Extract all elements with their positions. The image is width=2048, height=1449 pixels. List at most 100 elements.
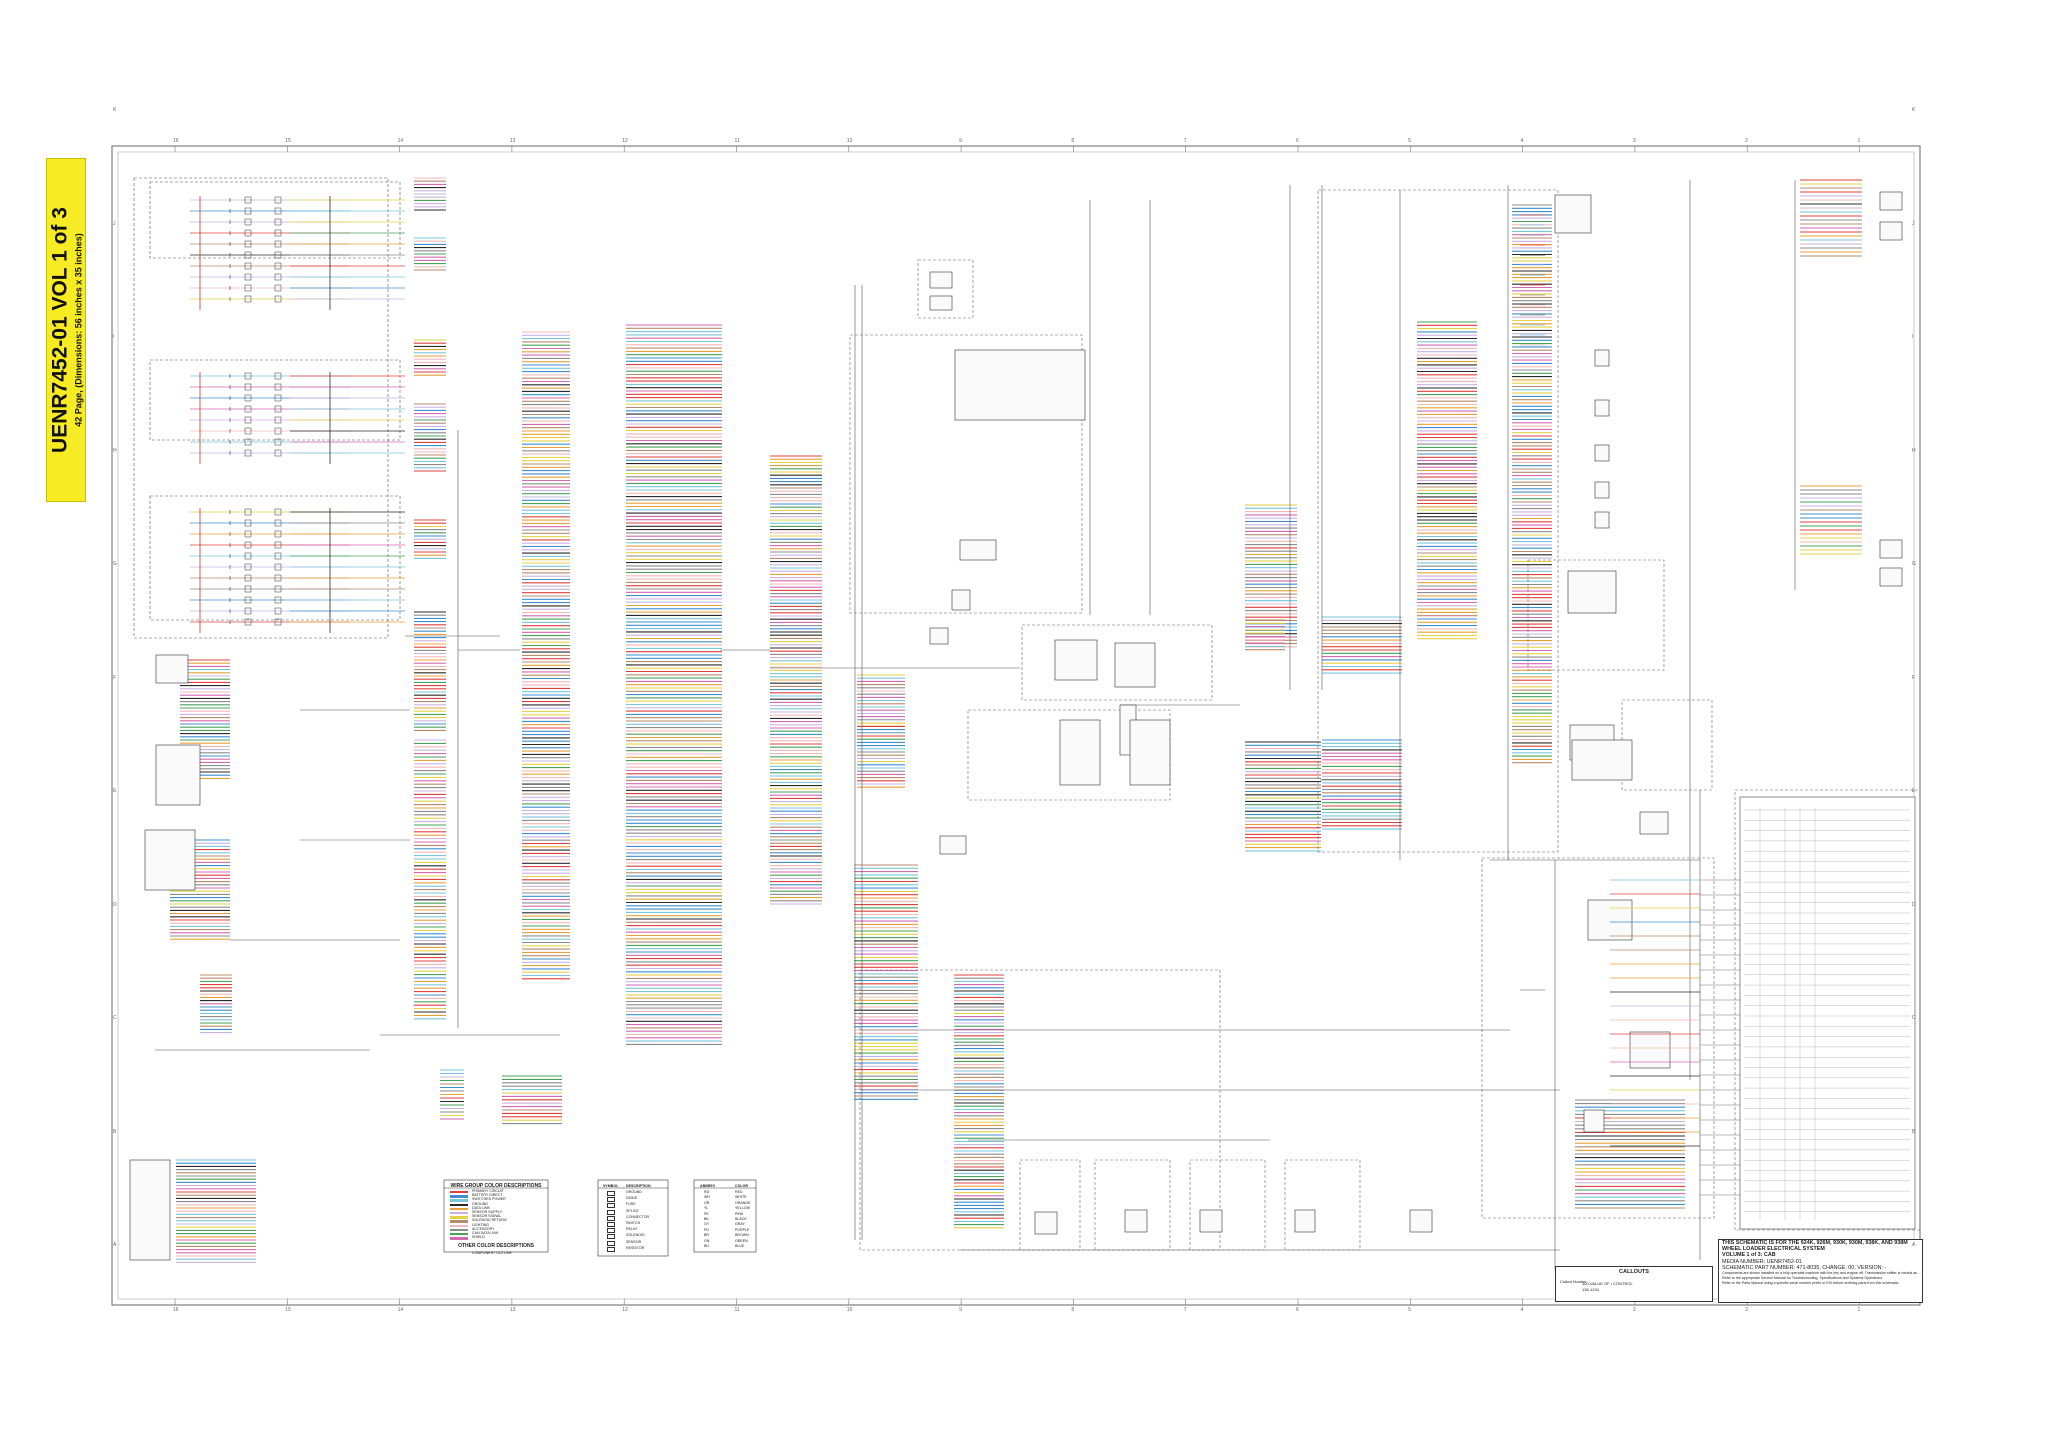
switch-symbol: [274, 196, 282, 204]
color-name: YELLOW: [735, 1206, 750, 1211]
component: [1583, 1109, 1605, 1133]
switch-symbol: [274, 585, 282, 593]
wire-group-item: DATA LINK: [472, 1205, 490, 1210]
switch-symbol: [274, 262, 282, 270]
sheet-inner-border: [117, 151, 1915, 1300]
title-block-line-3: VOLUME 1 of 3: CAB: [1722, 1252, 1776, 1259]
switch-symbol: [244, 196, 252, 204]
wire-group-swatch: [450, 1212, 468, 1215]
symbol-legend-item: SPLICE: [626, 1208, 639, 1213]
component: [1114, 642, 1156, 688]
color-abbrev: OR: [704, 1200, 710, 1205]
parts-table: [1739, 796, 1916, 1230]
switch-symbol: [244, 427, 252, 435]
grid-column-label: 1: [1857, 1307, 1861, 1313]
harness-group-outline: [133, 177, 389, 639]
switch-symbol: [244, 541, 252, 549]
grid-column-label: 2: [1745, 138, 1748, 144]
color-abbrev: RD: [704, 1190, 710, 1194]
symbol-legend-box: [597, 1179, 669, 1257]
wire-group-item: SOLENOID RETURN: [472, 1218, 507, 1223]
grid-column-label: 12: [622, 1307, 628, 1313]
grid-row-label: H: [113, 447, 117, 454]
component: [1059, 719, 1101, 786]
symbol-legend-item: SENSOR: [626, 1239, 642, 1244]
wire-group-item: PRIMARY CIRCUIT: [472, 1189, 504, 1193]
color-name: PINK: [735, 1211, 744, 1216]
grid-column-label: 6: [1296, 138, 1299, 144]
wire-group-item: ACCESSORY: [472, 1226, 495, 1231]
component: [1199, 1209, 1223, 1233]
color-name: BROWN: [735, 1233, 749, 1238]
color-name: BLUE: [735, 1244, 745, 1248]
grid-column-label: 5: [1408, 1307, 1412, 1313]
component: [1571, 739, 1633, 781]
symbol-legend-item: CONNECTOR: [626, 1214, 650, 1219]
component-enclosure: [1019, 1159, 1081, 1251]
grid-column-label: 7: [1183, 138, 1187, 144]
grid-column-label: 7: [1183, 1307, 1187, 1313]
document-dimensions: 42 Page, (Dimensions: 56 inches x 35 inc…: [73, 233, 84, 427]
wire-group-item: LIGHTING: [472, 1222, 489, 1227]
component-enclosure: [1481, 857, 1715, 1219]
callouts-title: CALLOUTS: [1619, 1269, 1649, 1275]
component: [1129, 719, 1171, 786]
wire-group-item: CAN DATA LINK: [472, 1231, 499, 1235]
grid-row-label: K: [1912, 107, 1916, 113]
switch-symbol: [274, 427, 282, 435]
color-name: ORANGE: [735, 1200, 751, 1205]
grid-row-label: G: [113, 561, 117, 567]
switch-symbol: [244, 218, 252, 226]
grid-row-label: F: [113, 674, 117, 681]
switch-symbol: [274, 251, 282, 259]
component: [1554, 194, 1592, 234]
color-abbrev: BK: [704, 1217, 709, 1221]
symbol-glyph: [607, 1228, 615, 1234]
document-title-tag: UENR7452-01 VOL 1 of 3 42 Page, (Dimensi…: [46, 158, 86, 502]
grid-column-label: 11: [734, 138, 740, 144]
symbol-glyph: [607, 1215, 615, 1221]
switch-symbol: [244, 284, 252, 292]
component-enclosure: [1284, 1159, 1361, 1251]
component: [129, 1159, 171, 1261]
switch-symbol: [274, 449, 282, 457]
component: [954, 349, 1086, 421]
title-block-line-8: Refer to the Parts Manual using a specif…: [1722, 1281, 1900, 1286]
component: [1879, 567, 1903, 587]
title-block: THIS SCHEMATIC IS FOR THE 924K, 926M, 93…: [1718, 1239, 1923, 1303]
grid-row-label: K: [113, 107, 117, 113]
switch-symbol: [244, 251, 252, 259]
component: [155, 744, 201, 806]
switch-symbol: [274, 229, 282, 237]
symbol-glyph: [607, 1234, 615, 1240]
component-enclosure: [1189, 1159, 1266, 1251]
switch-symbol: [244, 273, 252, 281]
wire-group-swatch: [450, 1237, 468, 1240]
grid-column-label: 13: [509, 138, 516, 144]
switch-symbol: [244, 563, 252, 571]
component: [144, 829, 196, 891]
wire-group-legend-title: WIRE GROUP COLOR DESCRIPTIONS: [450, 1183, 542, 1189]
switch-symbol: [274, 218, 282, 226]
switch-symbol: [244, 240, 252, 248]
switch-symbol: [244, 295, 252, 303]
color-name: GREEN: [735, 1238, 748, 1243]
symbol-glyph: [607, 1209, 615, 1215]
grid-row-label: C: [113, 1015, 117, 1021]
color-abbrev: GY: [704, 1222, 710, 1227]
grid-column-label: 12: [622, 138, 628, 144]
grid-column-label: 14: [397, 1307, 404, 1313]
component: [1594, 444, 1610, 462]
grid-column-label: 13: [509, 1307, 516, 1313]
grid-row-label: F: [1912, 674, 1916, 681]
wire-group-item: SHIELD: [472, 1235, 485, 1240]
grid-column-label: 2: [1745, 1307, 1748, 1313]
switch-symbol: [274, 607, 282, 615]
wire-group-swatch: [450, 1233, 468, 1236]
symbol-legend-item: SOLENOID: [626, 1233, 645, 1238]
symbol-glyph: [607, 1246, 615, 1252]
switch-symbol: [244, 229, 252, 237]
callouts-example-2: 136-1234: [1582, 1287, 1599, 1292]
